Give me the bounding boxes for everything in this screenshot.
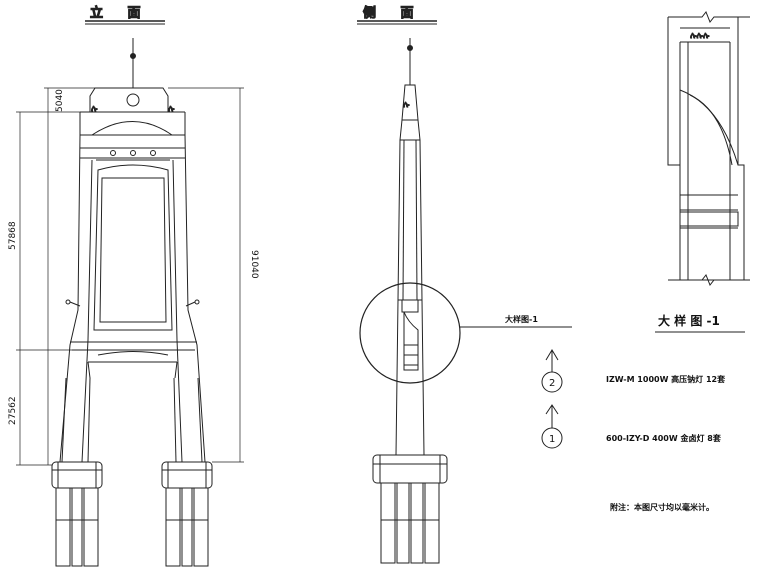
svg-text:ሉ: ሉ <box>403 100 410 110</box>
front-view: 立 面 ሉ ሉ <box>16 5 244 567</box>
svg-text:ሉሉሉ: ሉሉሉ <box>690 31 710 41</box>
dim-total-height: 91040 <box>249 250 259 279</box>
detail-callout-label: 大样图-1 <box>505 314 538 324</box>
side-view: 侧 面 ሉ <box>357 5 572 564</box>
dim-lower-height: 27562 <box>8 396 18 425</box>
detail-view: ሉሉሉ <box>667 11 750 286</box>
dim-top-height: 5040 <box>55 89 65 112</box>
svg-text:ሉ: ሉ <box>168 104 175 114</box>
dim-upper-height: 57868 <box>8 221 18 250</box>
legend <box>541 349 563 449</box>
detail-view-title: 大 样 图 -1 <box>658 313 720 328</box>
legend-symbol-1: 1 <box>549 434 555 445</box>
side-view-title: 侧 面 <box>363 5 424 21</box>
legend-item-1-text: 600-IZY-D 400W 金卤灯 8套 <box>606 433 722 443</box>
remark-note: 附注：本图尺寸均以毫米计。 <box>610 502 714 512</box>
legend-item-2-text: IZW-M 1000W 高压钠灯 12套 <box>606 374 726 384</box>
svg-text:ሉ: ሉ <box>91 104 98 114</box>
front-view-title: 立 面 <box>90 5 151 21</box>
legend-symbol-2: 2 <box>549 378 555 389</box>
